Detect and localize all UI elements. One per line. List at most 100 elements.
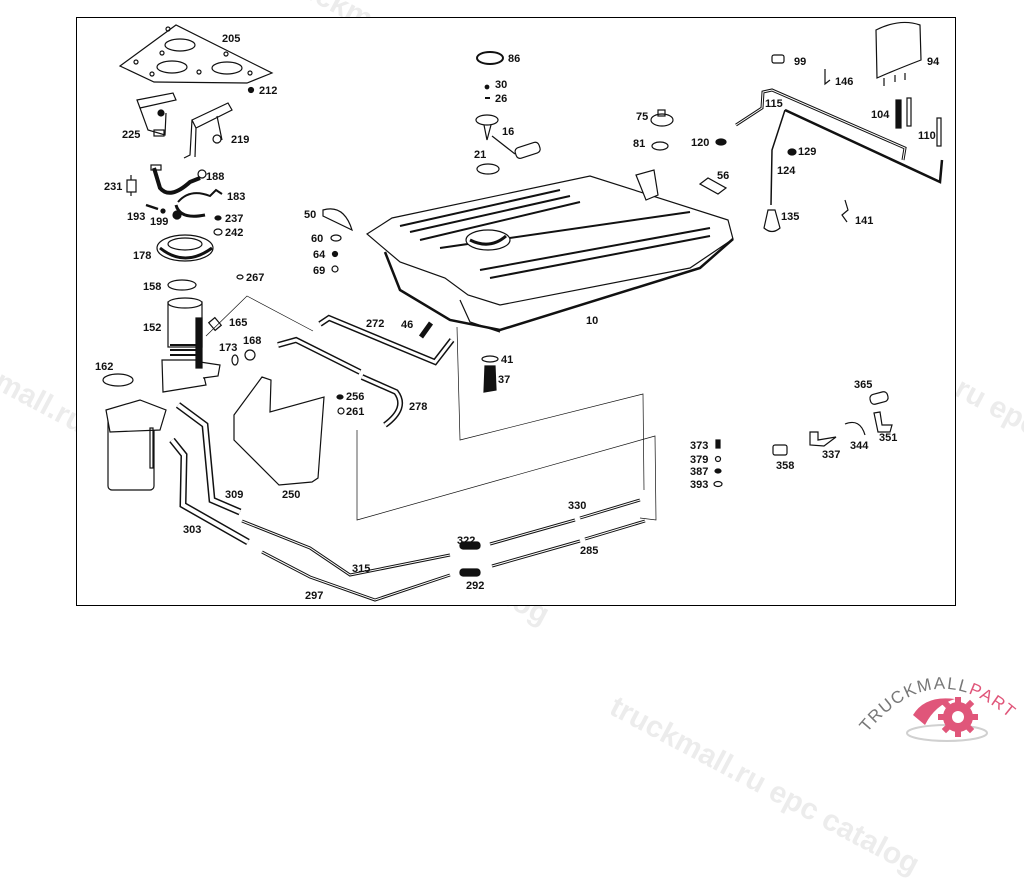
part-label-272[interactable]: 272 — [366, 318, 385, 330]
part-label-168[interactable]: 168 — [243, 335, 262, 347]
part-label-351[interactable]: 351 — [879, 432, 898, 444]
part-129-grommet[interactable] — [787, 148, 797, 156]
part-278-hose[interactable] — [360, 374, 404, 428]
part-37-hose[interactable] — [483, 365, 497, 393]
part-292-connector[interactable] — [459, 568, 481, 577]
part-162-oring[interactable] — [102, 373, 134, 387]
part-41-clamp[interactable] — [481, 355, 499, 363]
part-393-nut[interactable] — [713, 480, 723, 488]
part-285-pipe[interactable] — [491, 519, 646, 568]
part-303-hose[interactable] — [169, 437, 250, 546]
part-label-30[interactable]: 30 — [495, 79, 508, 91]
part-168-nut[interactable] — [244, 349, 256, 361]
part-94-canister[interactable] — [875, 21, 922, 86]
part-label-250[interactable]: 250 — [282, 489, 301, 501]
part-label-365[interactable]: 365 — [854, 379, 873, 391]
part-344-clip[interactable] — [844, 421, 866, 436]
part-label-162[interactable]: 162 — [95, 361, 114, 373]
part-label-152[interactable]: 152 — [143, 322, 162, 334]
part-label-183[interactable]: 183 — [227, 191, 246, 203]
part-135-drain-cap[interactable] — [763, 209, 781, 233]
part-label-110[interactable]: 110 — [918, 130, 936, 142]
part-label-129[interactable]: 129 — [798, 146, 817, 158]
part-label-41[interactable]: 41 — [501, 354, 514, 366]
part-label-26[interactable]: 26 — [495, 93, 508, 105]
part-146-clip[interactable] — [824, 69, 831, 86]
part-label-303[interactable]: 303 — [183, 524, 202, 536]
part-label-141[interactable]: 141 — [855, 215, 874, 227]
part-label-135[interactable]: 135 — [781, 211, 800, 223]
part-261-nut[interactable] — [337, 407, 345, 415]
part-158-oring[interactable] — [167, 279, 197, 291]
part-104-hose[interactable] — [895, 99, 902, 129]
part-label-21[interactable]: 21 — [474, 149, 487, 161]
part-124-drain-line[interactable] — [770, 109, 786, 206]
part-231-mount[interactable] — [126, 175, 137, 196]
part-365-sleeve[interactable] — [869, 391, 889, 405]
part-199-bushing[interactable] — [172, 210, 182, 220]
part-322-connector[interactable] — [459, 541, 481, 550]
part-label-10[interactable]: 10 — [586, 315, 599, 327]
part-56-strip[interactable] — [698, 177, 728, 195]
part-label-75[interactable]: 75 — [636, 111, 649, 123]
part-label-16[interactable]: 16 — [502, 126, 515, 138]
part-120-grommet[interactable] — [715, 138, 727, 146]
part-label-158[interactable]: 158 — [143, 281, 162, 293]
part-label-315[interactable]: 315 — [352, 563, 371, 575]
part-label-94[interactable]: 94 — [927, 56, 940, 68]
part-label-205[interactable]: 205 — [222, 33, 241, 45]
part-label-37[interactable]: 37 — [498, 374, 511, 386]
part-199-washer[interactable] — [160, 208, 166, 214]
part-237-nut[interactable] — [214, 215, 222, 221]
part-label-188[interactable]: 188 — [206, 171, 225, 183]
part-label-50[interactable]: 50 — [304, 209, 317, 221]
part-label-225[interactable]: 225 — [122, 129, 141, 141]
part-351-bracket[interactable] — [873, 411, 893, 433]
part-379-washer[interactable] — [714, 455, 722, 463]
part-250-heat-shield[interactable] — [233, 376, 325, 486]
part-label-56[interactable]: 56 — [717, 170, 730, 182]
part-358-block[interactable] — [772, 444, 788, 456]
part-label-173[interactable]: 173 — [219, 342, 238, 354]
part-label-261[interactable]: 261 — [346, 406, 365, 418]
part-label-99[interactable]: 99 — [794, 56, 807, 68]
part-label-285[interactable]: 285 — [580, 545, 599, 557]
part-212-nut[interactable] — [247, 86, 255, 94]
part-69-nut[interactable] — [331, 265, 339, 273]
part-309-hose[interactable] — [175, 402, 242, 516]
part-label-309[interactable]: 309 — [225, 489, 244, 501]
part-label-322[interactable]: 322 — [457, 535, 476, 547]
part-110-pipe[interactable] — [784, 108, 944, 184]
part-387-nut[interactable] — [714, 468, 722, 474]
part-fuel-filter[interactable] — [105, 399, 167, 491]
part-272-hose[interactable] — [318, 314, 455, 366]
part-297-pipe[interactable] — [261, 550, 451, 602]
part-label-344[interactable]: 344 — [850, 440, 869, 452]
part-16-sender-unit[interactable] — [475, 114, 541, 159]
part-label-165[interactable]: 165 — [229, 317, 248, 329]
part-30-nut[interactable] — [484, 84, 490, 90]
part-label-86[interactable]: 86 — [508, 53, 521, 65]
part-337-clamp[interactable] — [809, 431, 837, 447]
part-label-212[interactable]: 212 — [259, 85, 278, 97]
part-173-seal[interactable] — [231, 354, 239, 366]
part-label-219[interactable]: 219 — [231, 134, 250, 146]
part-label-292[interactable]: 292 — [466, 580, 485, 592]
part-330-pipe[interactable] — [489, 498, 641, 546]
part-165-fitting[interactable] — [207, 316, 223, 332]
part-label-330[interactable]: 330 — [568, 500, 587, 512]
part-64-nut[interactable] — [331, 250, 339, 258]
part-label-387[interactable]: 387 — [690, 466, 709, 478]
part-86-seal-ring[interactable] — [476, 51, 504, 65]
part-104-hose-2[interactable] — [906, 97, 912, 127]
part-label-193[interactable]: 193 — [127, 211, 146, 223]
part-label-373[interactable]: 373 — [690, 440, 709, 452]
part-10-fuel-tank[interactable] — [365, 169, 734, 333]
part-label-237[interactable]: 237 — [225, 213, 244, 225]
part-label-64[interactable]: 64 — [313, 249, 326, 261]
part-225-bracket[interactable] — [136, 92, 177, 137]
part-label-199[interactable]: 199 — [150, 216, 169, 228]
part-label-120[interactable]: 120 — [691, 137, 710, 149]
part-46-pipe[interactable] — [418, 321, 434, 339]
part-label-178[interactable]: 178 — [133, 250, 152, 262]
